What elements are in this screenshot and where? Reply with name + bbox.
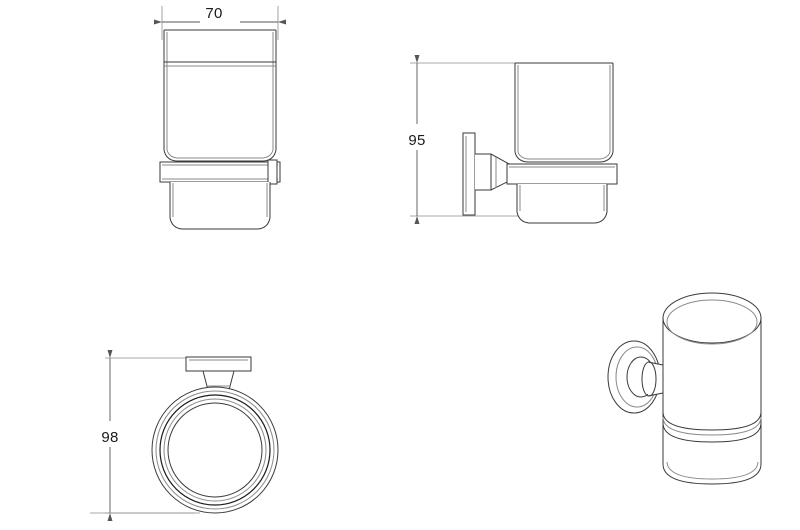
holder-ring-circle-4	[163, 398, 267, 502]
dimension-label-width: 70	[205, 5, 222, 22]
side-lower-body-base	[517, 212, 607, 223]
side-glass-bottom-shoulder	[515, 152, 613, 162]
iso-glass-base-inner	[666, 461, 759, 480]
iso-holder-ring-bottom-edge	[663, 423, 761, 442]
dimension-label-depth: 98	[101, 429, 118, 446]
iso-glass-rim-outer	[663, 293, 761, 343]
iso-connector-collar	[642, 362, 656, 396]
holder-ring-circle-3	[159, 394, 271, 506]
mounting-arm-tab	[268, 160, 277, 184]
glass-bottom-shoulder	[164, 150, 276, 161]
iso-holder-ring-top-edge-2	[662, 416, 762, 436]
top-plan-view: 98	[90, 350, 278, 521]
holder-ring-circle-2	[155, 390, 275, 510]
holder-ring-circle-inner	[168, 403, 262, 497]
lower-body-base	[170, 218, 270, 229]
iso-glass-base	[663, 464, 761, 484]
iso-holder-ring-top-edge	[663, 412, 761, 430]
isometric-perspective-view	[608, 293, 761, 486]
glass-bottom-shoulder-inner	[166, 149, 274, 159]
side-elevation-view: 95	[408, 55, 617, 224]
holder-ring-circle-outer	[152, 387, 278, 513]
iso-glass-rim-inner	[666, 299, 758, 345]
front-elevation-view: 70	[154, 5, 286, 229]
dimension-label-height: 95	[408, 132, 425, 149]
side-glass-bottom-shoulder-inner	[517, 151, 611, 160]
